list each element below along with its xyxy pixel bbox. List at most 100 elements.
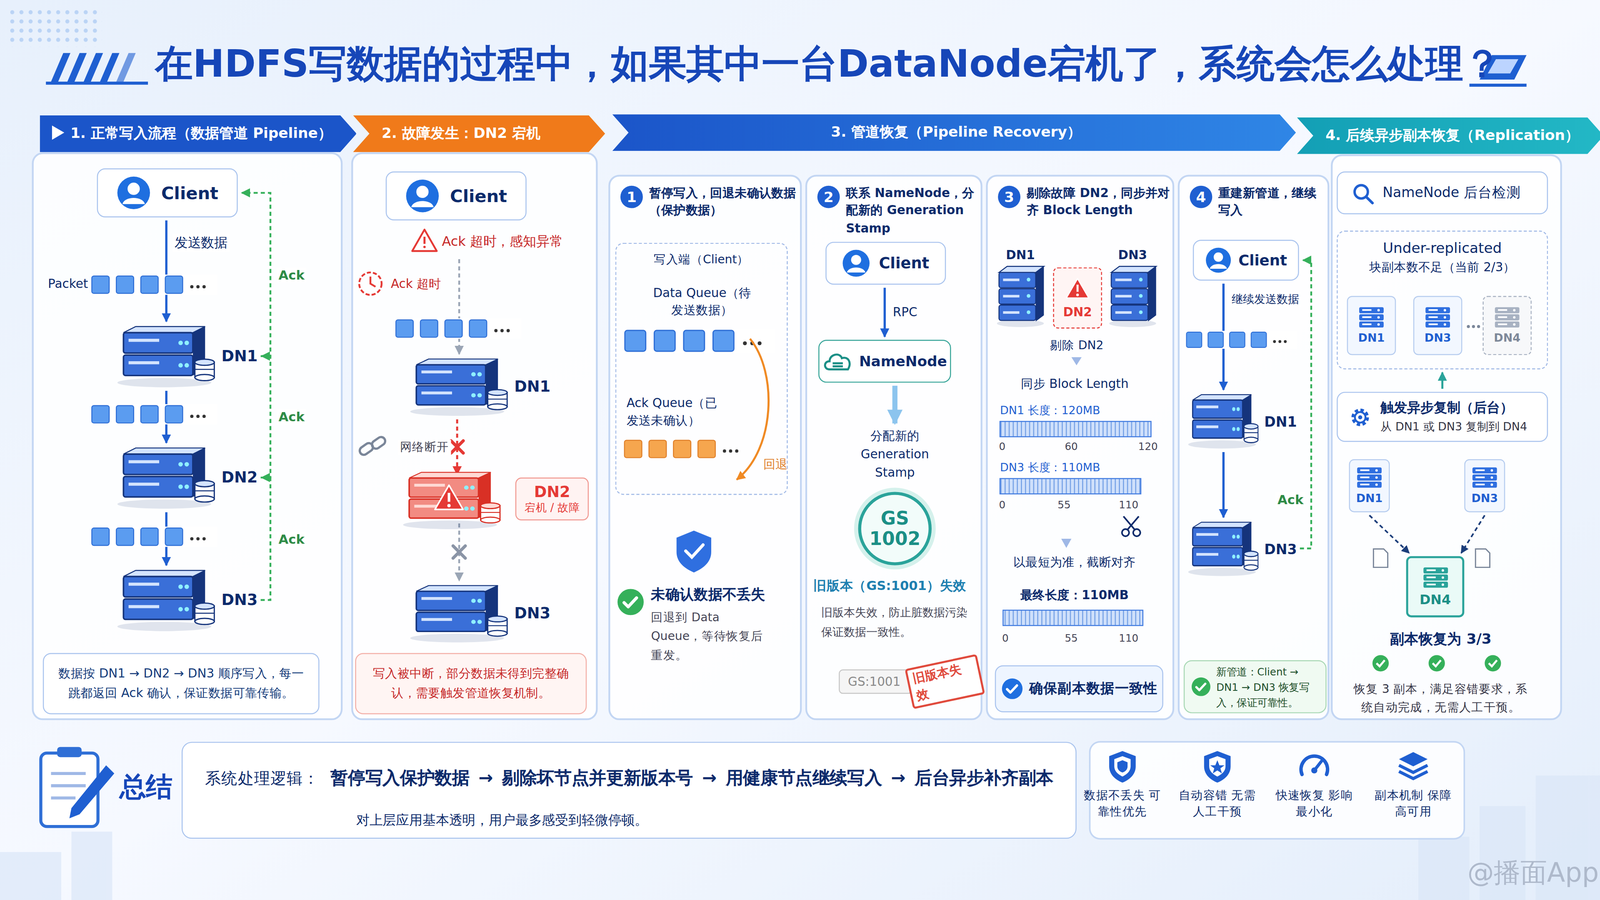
decor-path [1147, 266, 1157, 322]
decor-ellipse [195, 495, 215, 503]
decor-rect [414, 483, 445, 487]
decor-line [487, 625, 508, 626]
decor-g [676, 530, 712, 573]
node-text: 旧版本失效 [904, 654, 985, 710]
decor-path [1366, 197, 1373, 204]
icon [1105, 749, 1140, 784]
under-replicated-box: Under-replicated块副本数不足（当前 2/3）DN1DN3DN4 [1336, 230, 1548, 370]
decor-rect [1418, 836, 1470, 900]
decor-path [67, 52, 88, 82]
decor-circle [447, 503, 451, 508]
decor-rect [128, 582, 160, 586]
edge-label: Ack [276, 531, 307, 547]
decor-path [825, 354, 850, 370]
decor-ellipse [195, 374, 215, 381]
icon [1471, 466, 1498, 489]
decor-circle [617, 588, 644, 615]
decor-path [1192, 522, 1252, 528]
datanode-server: DN2 [115, 445, 258, 510]
datanode-server: DN3 [408, 583, 551, 643]
decor-rect [1192, 420, 1243, 438]
decor-rect [1002, 610, 1143, 626]
decor-rect [1076, 284, 1079, 292]
icon [1347, 405, 1373, 430]
decor-circle [117, 176, 150, 210]
decor-use [90, 526, 218, 548]
decor-rect [423, 236, 426, 244]
label: 0 [1002, 632, 1009, 644]
node-text: 暂停写入保护数据 → 剔除坏节点并更新版本号 → 用健康节点继续写入 → 后台异… [330, 766, 1053, 790]
decor-path [411, 200, 434, 208]
node-text: DN1 [1005, 247, 1035, 263]
decor-rect [986, 175, 1174, 720]
decor-div [433, 482, 465, 518]
node-text: DN1 [1356, 491, 1383, 505]
decor-circle [184, 584, 190, 590]
connector [458, 259, 460, 355]
decor-use [1184, 330, 1297, 349]
client-box: Client [1192, 240, 1300, 281]
node-text: 写入被中断，部分数据未得到完整确认，需要触发管道恢复机制。 [366, 664, 576, 704]
decor-ellipse [195, 602, 215, 610]
icon [1000, 677, 1023, 700]
node-text: Data Queue（待发送数据） [650, 284, 753, 319]
decor-g [1472, 467, 1498, 488]
namenode-check: NameNode 后台检测 [1336, 171, 1548, 215]
node-text: DN3 [1118, 247, 1148, 263]
decor-circle [1512, 316, 1516, 319]
decor-circle [1236, 407, 1240, 412]
decor-circle [1443, 316, 1447, 319]
icon [1395, 749, 1431, 784]
decor-rect [1002, 278, 1020, 282]
node-text: 未确认数据不丢失 [650, 585, 798, 605]
connector [241, 192, 271, 357]
decor-g [32, 152, 1562, 839]
decor-circle [1232, 554, 1236, 559]
datanode-server: DN3 [115, 568, 258, 632]
decor-line [1244, 432, 1259, 433]
node-text: DN3 [1264, 540, 1297, 557]
decor-path [1209, 264, 1227, 269]
decor-path [1114, 756, 1131, 777]
node-text: 恢复 3 副本，满足容错要求，系统自动完成，无需人工干预。 [1352, 679, 1529, 718]
node-text: 触发异步复制（后台） [1380, 399, 1539, 418]
label: 回退 [763, 456, 788, 474]
trigger-box: 触发异步复制（后台）从 DN1 或 DN3 复制到 DN4 [1336, 391, 1548, 442]
decor-g [1428, 309, 1447, 326]
decor-rect [1475, 483, 1485, 486]
decor-rect [999, 288, 1036, 305]
node-text: 从 DN1 或 DN3 复制到 DN4 [1380, 419, 1539, 435]
decor-rect [1002, 311, 1020, 314]
edge-label: 继续发送数据 [1229, 292, 1301, 308]
decor-rect [1115, 278, 1132, 282]
decor-circle [1122, 529, 1130, 537]
decor-circle [851, 255, 862, 265]
decor-circle [1001, 678, 1022, 699]
decor-circle [1375, 483, 1378, 486]
decor-circle [1512, 309, 1516, 312]
icon [1297, 749, 1332, 784]
decor-path [409, 472, 491, 479]
decor-circle [1441, 576, 1444, 579]
decor-path [435, 485, 463, 510]
decor-rect [1192, 527, 1243, 546]
decor-g [358, 435, 388, 457]
decor-svg [616, 587, 645, 617]
icon [116, 175, 151, 210]
icon [1190, 676, 1212, 698]
node-text: 副本恢复为 3/3 [1390, 630, 1492, 649]
decor-circle [477, 393, 483, 398]
node-text: 写入端（Client） [616, 252, 787, 268]
queue-box: 写入端（Client）Data Queue（待发送数据）Ack Queue（已发… [615, 242, 788, 495]
node-text: DN1 [1264, 412, 1297, 430]
node-text: NameNode 后台检测 [1382, 183, 1521, 203]
icon [115, 445, 218, 510]
node-text: DN1 [514, 377, 551, 396]
icon [1424, 306, 1452, 329]
decor-rect [1475, 469, 1485, 472]
decor-circle [1375, 476, 1378, 479]
decor-rect [1111, 288, 1148, 305]
